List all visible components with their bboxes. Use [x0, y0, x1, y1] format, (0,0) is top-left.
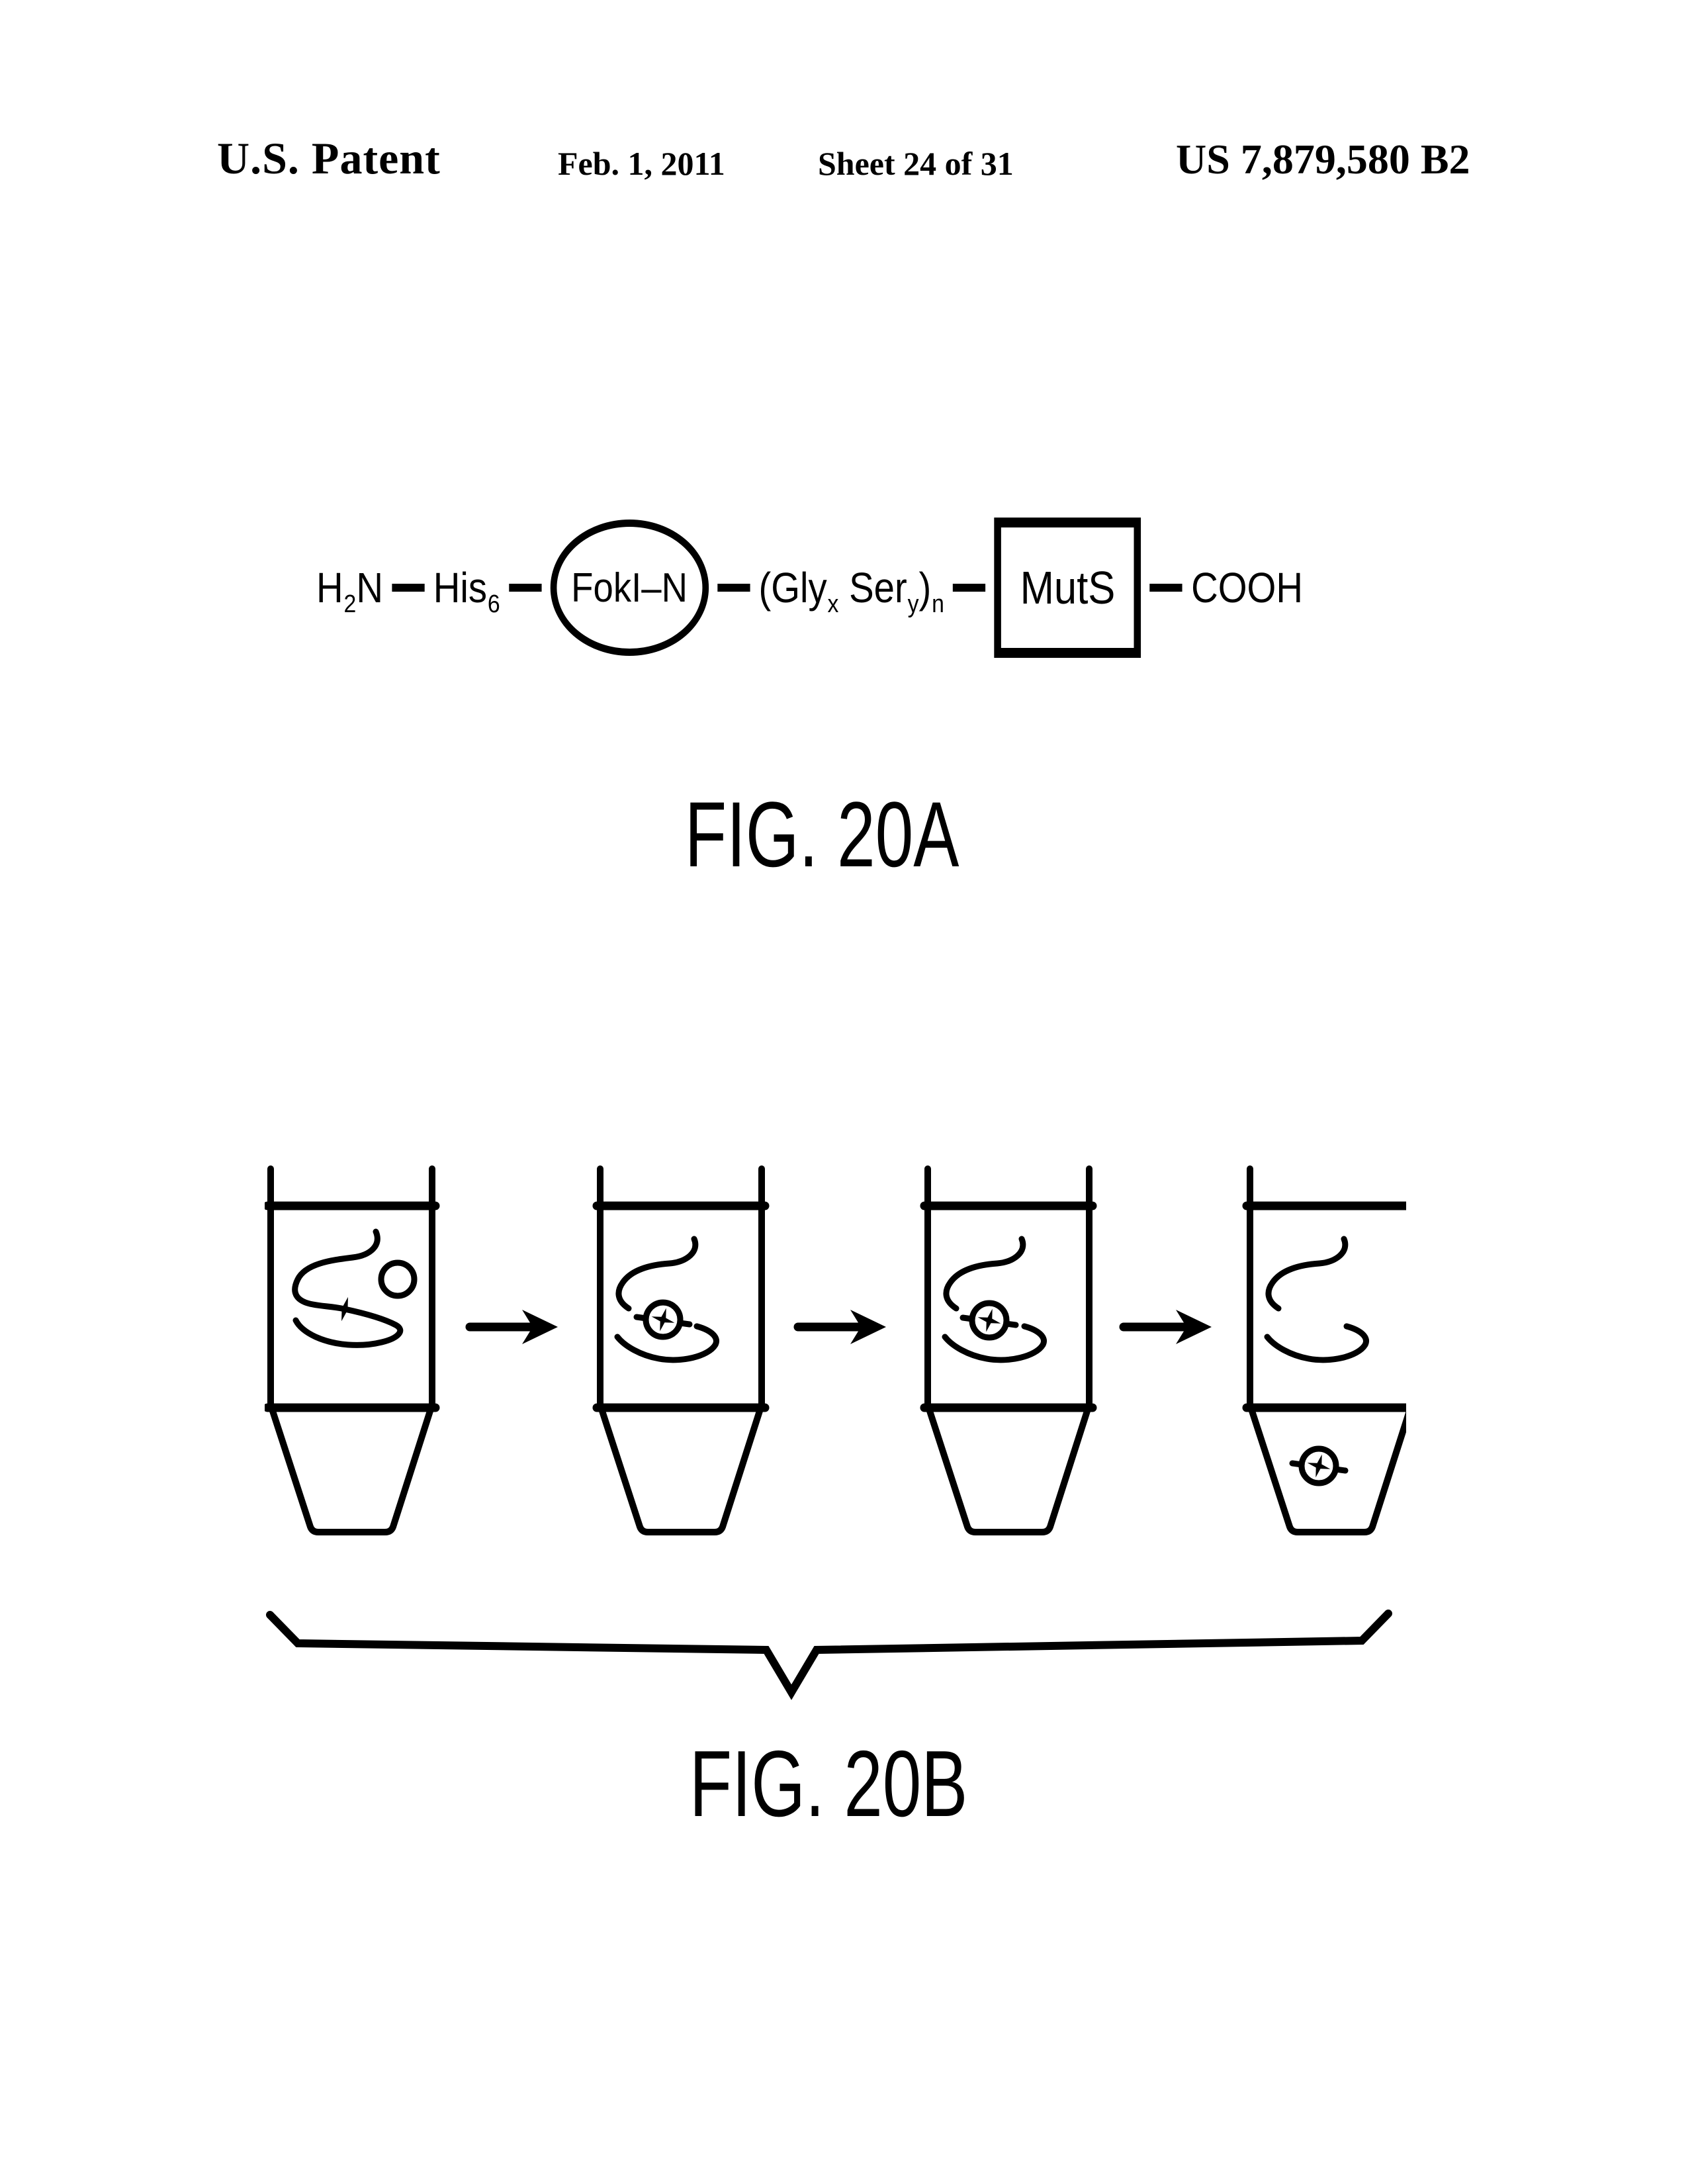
dna-strand: [1267, 1239, 1366, 1360]
dna-strand: [945, 1239, 1044, 1360]
fig20b-tube-sequence-drawing: [265, 1163, 1406, 1537]
fig20a-fusion-protein-diagram: H2N His6 FokI–N (Glyx Sery)n MutS COOH: [316, 518, 1303, 658]
c-terminus-label: COOH: [1191, 564, 1304, 612]
connector-dash: [1149, 584, 1182, 592]
foki-n-domain-ellipse: FokI–N: [550, 520, 709, 656]
muts-label: MutS: [1020, 562, 1116, 614]
foki-n-label: FokI–N: [571, 565, 688, 611]
free-conjugate-icon: [378, 1259, 418, 1299]
n-terminus-label: H2N: [316, 564, 384, 618]
bound-conjugate-icon: [637, 1302, 690, 1337]
his-tag-label: His6: [433, 564, 500, 618]
arrow-icon: [798, 1310, 886, 1344]
tube-3: [924, 1169, 1092, 1532]
patent-header-sheet: Sheet 24 of 31: [818, 145, 1014, 182]
dna-strand: [617, 1239, 717, 1360]
muts-domain-box: MutS: [994, 518, 1141, 658]
patent-header-date: Feb. 1, 2011: [558, 145, 725, 182]
captured-conjugate-icon: [1292, 1449, 1345, 1483]
connector-dash: [953, 584, 986, 592]
patent-header-number: US 7,879,580 B2: [1176, 136, 1470, 183]
patent-header-title: U.S. Patent: [217, 133, 441, 183]
connector-dash: [508, 584, 542, 592]
tube-4: [1247, 1169, 1406, 1532]
connector-dash: [717, 584, 750, 592]
fig20b-caption: FIG. 20B: [689, 1731, 968, 1837]
arrow-icon: [470, 1310, 558, 1344]
fig20b-underbrace: [266, 1610, 1392, 1700]
arrow-icon: [1124, 1310, 1212, 1344]
connector-dash: [392, 584, 425, 592]
tube-2: [597, 1169, 765, 1532]
bound-conjugate-icon: [963, 1303, 1016, 1338]
tube-1: [267, 1169, 435, 1532]
gly-ser-linker-label: (Glyx Sery)n: [758, 564, 944, 618]
fig20a-caption: FIG. 20A: [684, 782, 959, 886]
